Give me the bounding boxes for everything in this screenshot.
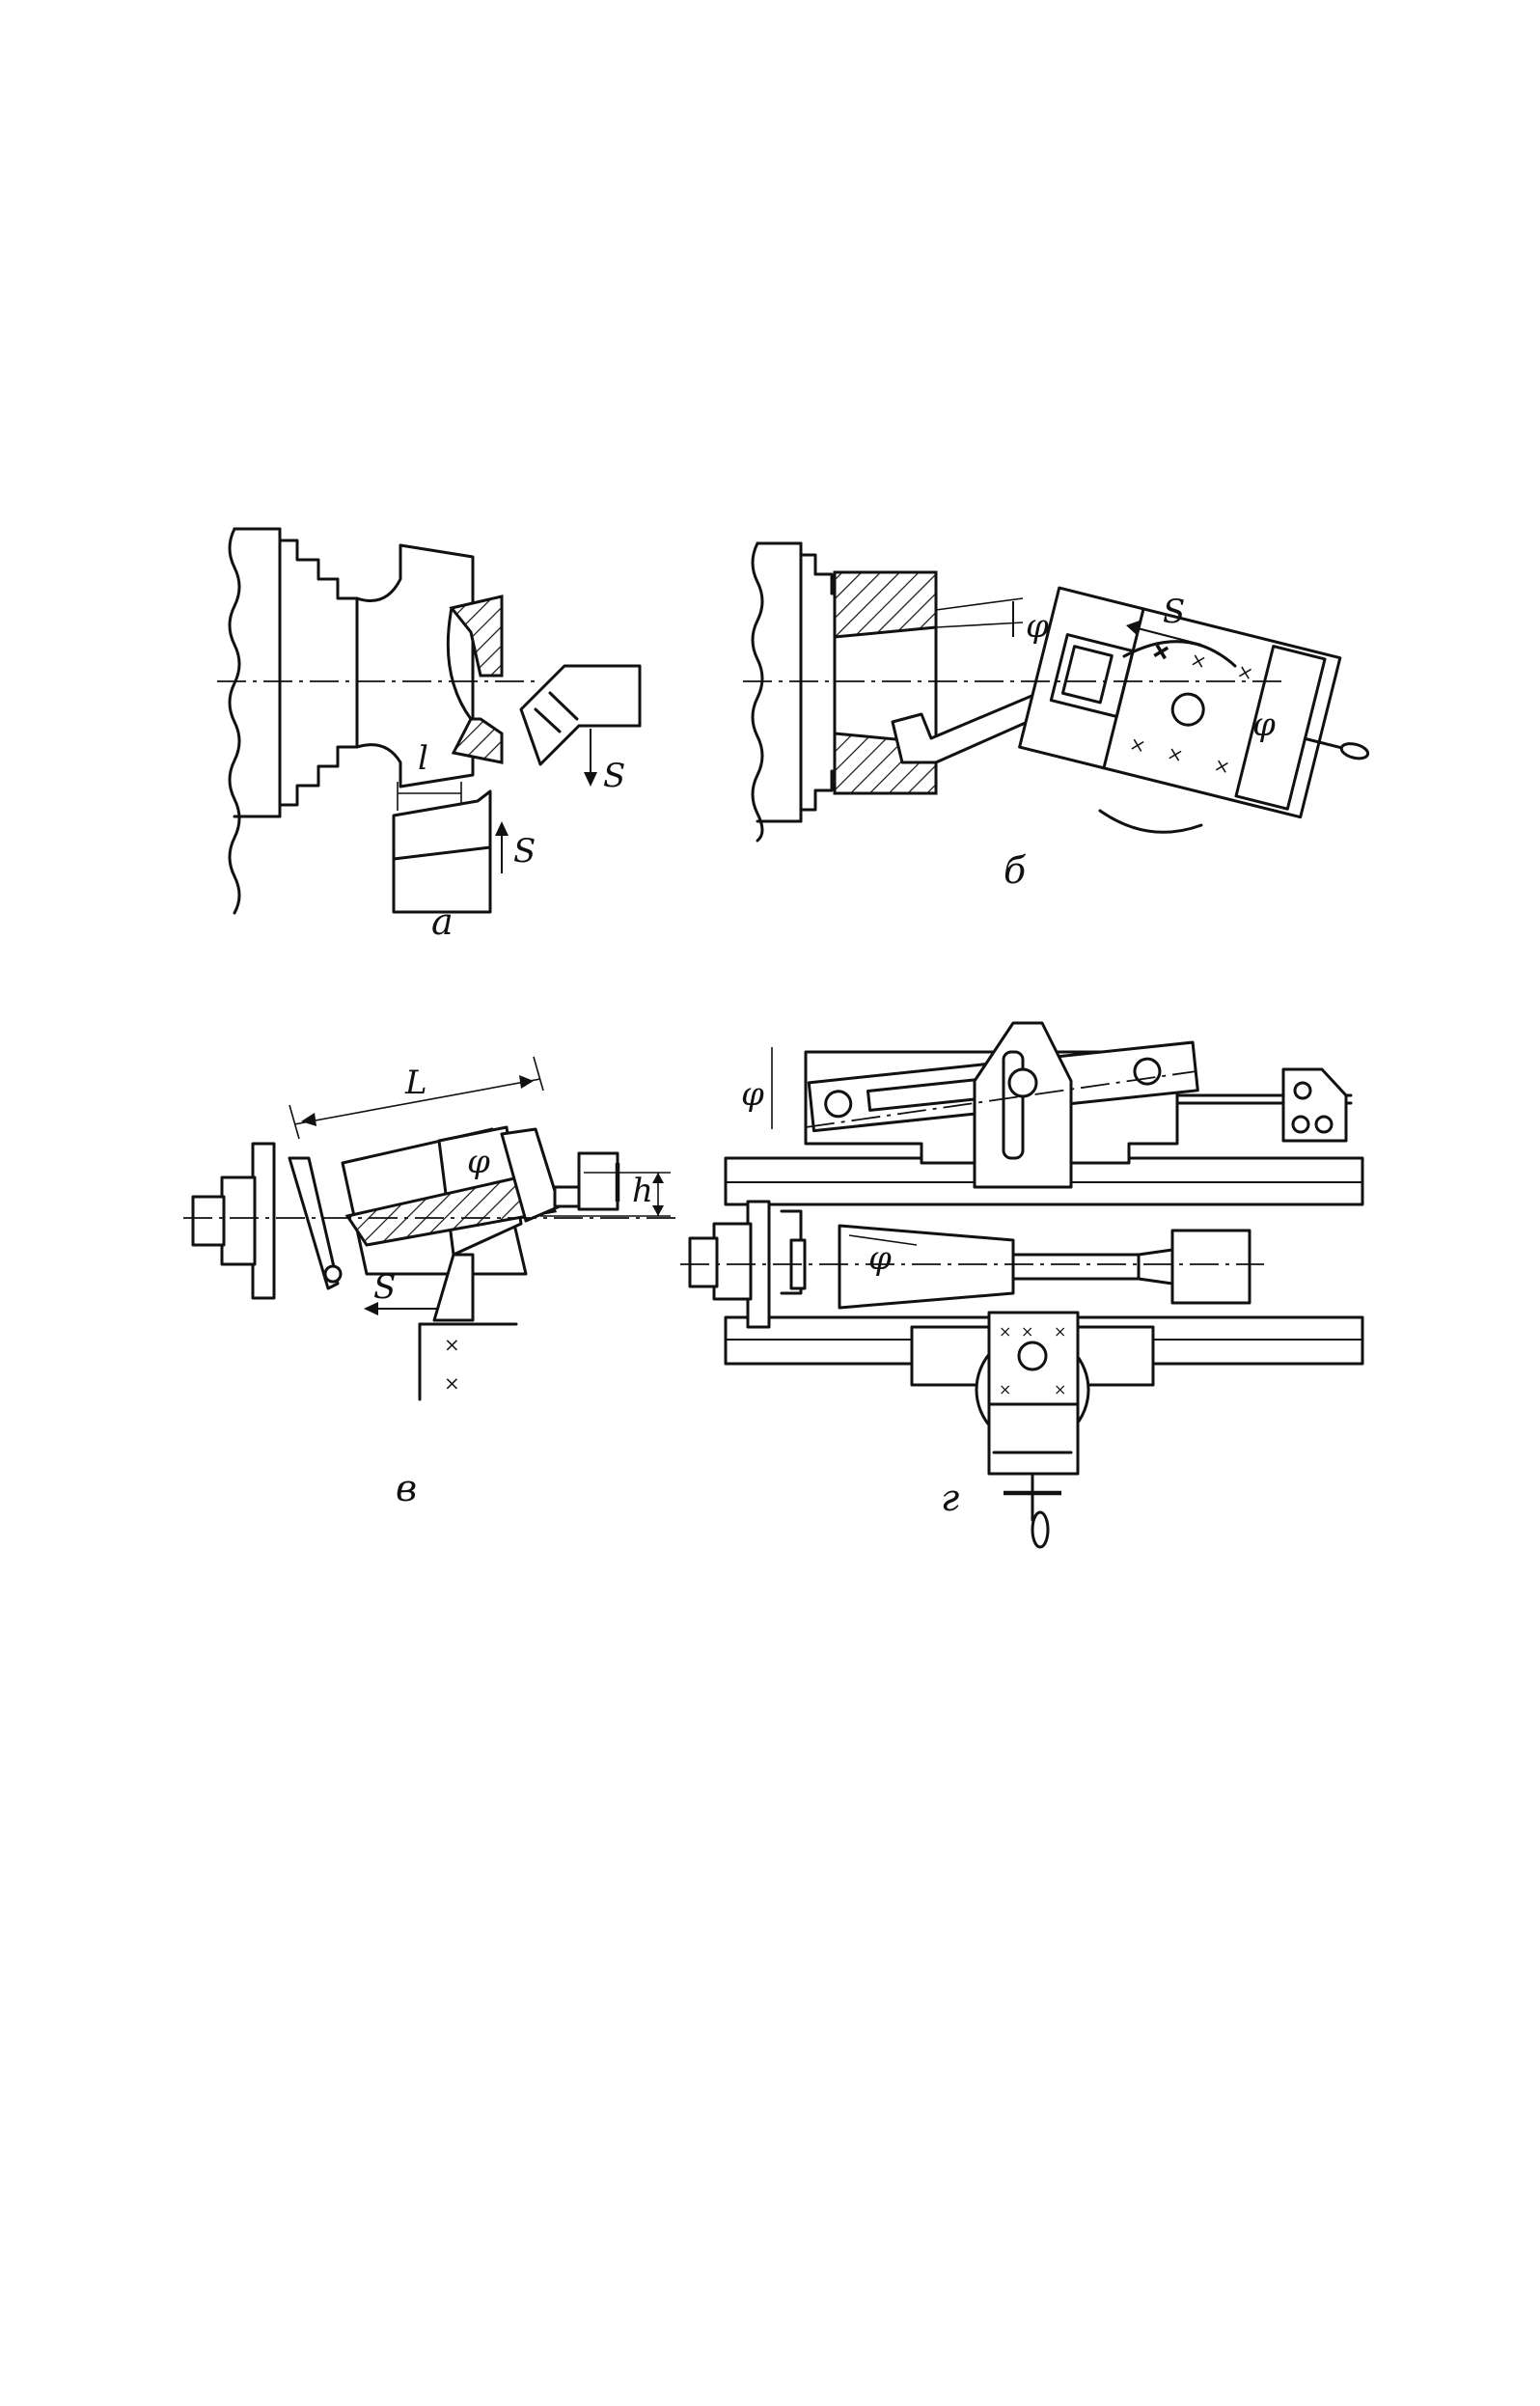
tailstock-center [577,1151,619,1211]
workpiece-section [833,570,938,639]
rotary-base [1098,809,1203,834]
break-line [751,541,764,843]
tailstock [1170,1229,1251,1305]
svg-text:×: × [444,1371,460,1395]
driving-dog [288,1156,340,1290]
svg-text:×: × [1054,1322,1066,1341]
chuck [278,527,359,818]
label-angle-ruler: φ [741,1075,764,1114]
label-angle-slide: φ [1252,705,1276,744]
workpiece-section [449,595,504,678]
label-offset: h [632,1172,653,1210]
caption-v: в [396,1467,417,1509]
panel-g: φ × × × × × φ г [680,1021,1364,1549]
tapered-workpiece [838,1224,1015,1310]
break-line [228,527,241,915]
svg-text:×: × [1188,648,1209,674]
bracket [1281,1067,1348,1143]
svg-text:×: × [1212,753,1233,779]
label-feed: S [1163,593,1185,631]
label-angle: φ [467,1143,490,1181]
cross-feed-handle [1031,1510,1050,1549]
svg-text:×: × [1054,1380,1066,1398]
label-length: l [418,739,428,778]
svg-text:×: × [1127,732,1148,758]
workpiece [355,543,475,788]
cutting-tool [432,1253,475,1322]
svg-text:×: × [1021,1322,1033,1341]
panel-b: φ × × × × × × S φ б [743,541,1370,892]
label-length: L [404,1064,427,1102]
svg-text:×: × [1165,741,1186,767]
compound-rest: × × × × × × [1018,586,1370,819]
chuck [799,541,837,823]
svg-text:×: × [999,1380,1011,1398]
svg-text:×: × [444,1333,460,1356]
caption-a: а [431,900,454,943]
label-angle-workpiece: φ [868,1239,892,1278]
caption-b: б [1004,849,1027,892]
boring-tool [519,664,642,766]
caption-g: г [941,1477,959,1519]
panel-a: S l S а [217,527,642,943]
label-feed: S [373,1268,396,1307]
svg-text:×: × [999,1322,1011,1341]
svg-text:×: × [1235,659,1256,685]
panel-v: L φ h × × S в [183,1056,675,1509]
label-feed-axial: S [603,757,625,795]
label-feed-cross: S [513,832,536,871]
